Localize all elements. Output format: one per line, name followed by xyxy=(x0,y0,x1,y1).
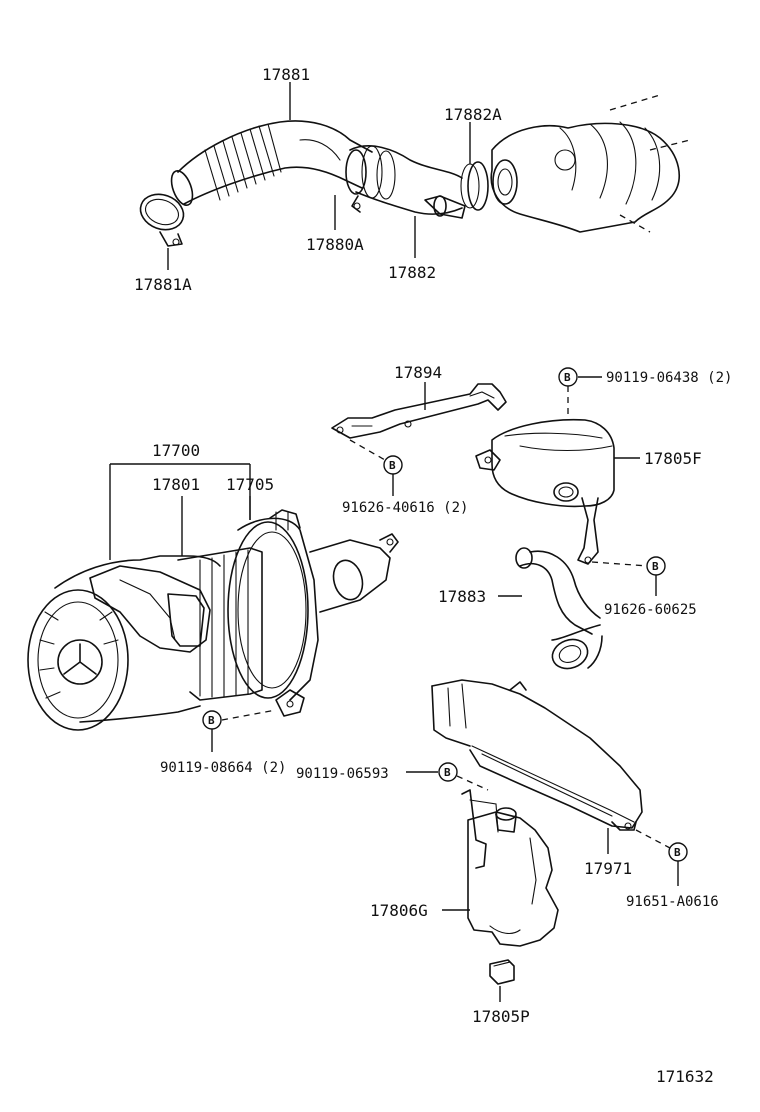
label-17971: 17971 xyxy=(584,859,632,878)
label-17880a: 17880A xyxy=(306,235,364,254)
clip-17805P xyxy=(489,959,515,985)
label-17894: 17894 xyxy=(394,363,442,382)
figure-number: 171632 xyxy=(656,1067,714,1086)
label-17881: 17881 xyxy=(262,65,310,84)
bolt-letter: B xyxy=(564,371,571,384)
label-90119-06438: 90119-06438 (2) xyxy=(606,370,732,386)
hose-17883 xyxy=(515,547,603,670)
clamp-17881A xyxy=(139,193,185,247)
label-17881a: 17881A xyxy=(134,275,192,294)
bolt-letter: B xyxy=(208,714,215,727)
label-17805p: 17805P xyxy=(472,1007,530,1026)
label-17883: 17883 xyxy=(438,587,486,606)
resonator-17805F xyxy=(475,418,615,565)
bolt-letter: B xyxy=(389,459,396,472)
label-17805f: 17805F xyxy=(644,449,702,468)
label-91651-a0616: 91651-A0616 xyxy=(626,894,719,910)
bolt-letter: B xyxy=(652,560,659,573)
label-17882a: 17882A xyxy=(444,105,502,124)
intake-hose-17881 xyxy=(170,120,373,206)
duct-17971 xyxy=(431,679,643,831)
reservoir-17806G xyxy=(461,789,559,947)
bolt-letter: B xyxy=(674,846,681,859)
label-17806g: 17806G xyxy=(370,901,428,920)
hose-17882 xyxy=(345,145,466,219)
bracket-17894 xyxy=(331,383,507,439)
label-17705: 17705 xyxy=(226,475,274,494)
label-17700: 17700 xyxy=(152,441,200,460)
turbocharger xyxy=(490,94,691,233)
bolt-marker-90119-06593 xyxy=(438,762,458,782)
label-90119-06593: 90119-06593 xyxy=(296,766,389,782)
clamp-17882A xyxy=(460,161,489,211)
label-17882: 17882 xyxy=(388,263,436,282)
bolt-marker-90119-06438 xyxy=(558,367,578,387)
label-17801: 17801 xyxy=(152,475,200,494)
label-91626-40616: 91626-40616 (2) xyxy=(342,500,468,516)
label-90119-08664: 90119-08664 (2) xyxy=(160,760,286,776)
label-91626-60625: 91626-60625 xyxy=(604,602,697,618)
bolt-letter: B xyxy=(444,766,451,779)
air-cleaner-17700 xyxy=(27,509,399,731)
